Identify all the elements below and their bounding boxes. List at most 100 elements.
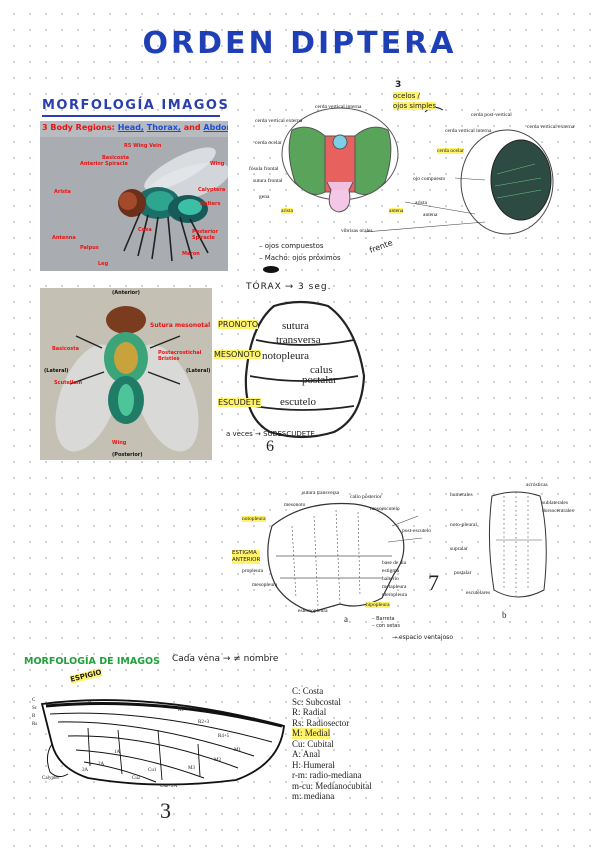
legend-medial: M: Medial [292, 728, 331, 739]
legend-anal: A: Anal [292, 749, 321, 759]
annotation-ocelos: ocelos / [393, 92, 420, 100]
label-halterio: halterio [382, 576, 399, 582]
lateral-diagram: sutura transversa callo posterior mesono… [232, 486, 432, 626]
label-basicosta: Basicosta [52, 346, 80, 352]
legend-medianocubital: m-cu: Medianocubital [292, 780, 372, 791]
label-lateral-right: (Lateral) [186, 368, 211, 374]
label-r: R [32, 714, 36, 719]
annotation-barreta: – Barreta [372, 616, 395, 622]
label-notopleura: notopleura [242, 516, 266, 522]
label-humerales: humerales [450, 492, 473, 498]
label-wing: Wing [210, 161, 225, 167]
torax-note: TÓRAX → 3 seg. [246, 282, 332, 292]
annotation-ojos-simples: ojos simples [393, 102, 437, 110]
label-mesonoto: MESONOTO [214, 350, 261, 359]
part-calus: calus [310, 364, 333, 376]
label-sc: Sc [32, 706, 37, 711]
label-pteropleura: pteropleura [382, 592, 408, 598]
label-c: C [32, 698, 36, 703]
label-halters: Halters [200, 201, 221, 207]
page-title: ORDEN DIPTERA [142, 26, 457, 61]
label-m1: M1 [234, 748, 241, 753]
note-ojos-compuestos: – ojos compuestos [259, 242, 324, 250]
label-3a: 3A [82, 768, 89, 773]
fly-photo-dorsal: (Anterior) (Posterior) Sutura mesonotal … [40, 288, 212, 460]
dorsal-bristle-diagram: acrósticas humerales dorsocentrales subl… [446, 480, 586, 626]
wing-legend: C: Costa Sc: Subcostal R: Radial Rs: Rad… [292, 686, 372, 802]
label-calyptera: Calyptera [198, 187, 226, 193]
part-postalar: postalar [302, 374, 337, 386]
label-supralar: supralar [450, 546, 468, 552]
label-gena: gena [259, 194, 270, 200]
label-scutellum: Scutellum [54, 380, 83, 386]
lateral-labels: sutura transversa callo posterior mesono… [232, 486, 432, 626]
legend-radiosector: Rs: Radiosector [292, 717, 350, 728]
label-lateral-left: (Lateral) [44, 368, 69, 374]
label-r1: R1 [178, 708, 184, 713]
label-cerda-ocelar: cerda ocelar [255, 140, 282, 146]
label-mesopleura: mesopleura [252, 582, 278, 588]
lateral-thorax-drawing [267, 502, 423, 613]
thorax-outline [244, 300, 366, 439]
legend-radial: R: Radial [292, 707, 327, 717]
annotation-espacio: → espacio ventajoso [392, 634, 453, 641]
label-arista-2: arista [415, 200, 427, 206]
wing-labels: C Sc R Rs H Calypter R1 R2+3 R4+5 M1 M2 … [28, 684, 290, 794]
label-sutura-transversa: sutura transversa [302, 490, 340, 496]
label-1a: 1A [114, 750, 121, 755]
label-m3: M3 [188, 766, 195, 771]
label-metapleura: metapleura [382, 584, 407, 590]
label-a: a [344, 614, 348, 624]
label-anterior: (Anterior) [112, 290, 140, 296]
label-ojo-compuesto: ojo compuesto [413, 176, 446, 182]
label-hipopleura: hipopleura [366, 602, 390, 608]
label-propleura: propleura [242, 568, 264, 574]
label-anterior-spiracle: Anterior Spiracle [80, 161, 128, 167]
label-cerda-vertical-externa-2: cerda vertical externa [527, 124, 575, 130]
part-notopleura: notopleura [262, 350, 310, 362]
label-posterior: (Posterior) [112, 452, 143, 458]
label-esternopleura: esternopleura [298, 608, 328, 614]
wing-diagram: C Sc R Rs H Calypter R1 R2+3 R4+5 M1 M2 … [28, 684, 290, 794]
note-macho: – Macho: ojos próximos [259, 254, 341, 262]
label-pronoto: PRONOTO [218, 320, 259, 329]
legend-cubital: Cu: Cubital [292, 738, 334, 749]
label-callo-posterior: callo posterior [350, 494, 382, 500]
thorax-parts: sutura transversa notopleura calus posta… [216, 296, 386, 446]
label-cerda-vertical-externa: cerda vertical externa [255, 118, 303, 124]
note-subescudete: a veces → SUBESCUDETE [226, 430, 315, 438]
label-vibrisas-orales: vibrisas orales [341, 228, 373, 234]
head-diagram: cerda vertical interna cerda vertical ex… [245, 80, 585, 282]
annotation-con-setas: – con setas [372, 623, 400, 629]
label-r2-3: R2+3 [198, 720, 210, 725]
label-cerda-vertical-interna: cerda vertical interna [315, 104, 362, 110]
legend-mediana: m: mediana [292, 791, 335, 801]
label-cerda-vertical-interna-2: cerda vertical interna [445, 128, 492, 134]
label-basicosta: Basicosta [102, 155, 130, 161]
eyes-icon [263, 266, 279, 273]
fly-illustration [118, 147, 228, 262]
legend-radio-mediana: r-m: radio-mediana [292, 770, 362, 780]
legend-costa: C: Costa [292, 686, 324, 696]
label-escutelares: escutelares [466, 590, 491, 596]
label-postacrostichal: Postacrostichal Bristles [158, 350, 202, 362]
label-cerda-post-vertical: cerda post-vertical [471, 112, 512, 118]
figure-number-6: 6 [266, 438, 274, 455]
label-wing: Wing [112, 440, 127, 446]
label-mesonoto: mesonoto [284, 502, 306, 508]
label-rs: Rs [32, 722, 38, 727]
label-arista: Arista [54, 189, 71, 195]
label-fosula-frontal: fósula frontal [249, 166, 279, 172]
head-drawing [281, 106, 554, 235]
label-estigma: estigma [382, 568, 400, 574]
dorsal-fly-illustration [55, 306, 199, 452]
label-sutura-frontal: sutura frontal [253, 178, 283, 184]
head-labels: cerda vertical interna cerda vertical ex… [245, 82, 585, 282]
label-post-escutelo: post-escutelo [402, 528, 432, 534]
section-heading-morfologia-imagos: MORFOLOGÍA DE IMAGOS [24, 656, 160, 667]
label-sutura-mesonotal: Sutura mesonotal [150, 322, 211, 329]
fly-photo-body-regions: 3 Body Regions: Head, Thorax, and Abdome… [40, 121, 228, 271]
label-calypter: Calypter [42, 776, 60, 781]
note-cada-vena: Cada vena → ≠ nombre [172, 654, 279, 664]
